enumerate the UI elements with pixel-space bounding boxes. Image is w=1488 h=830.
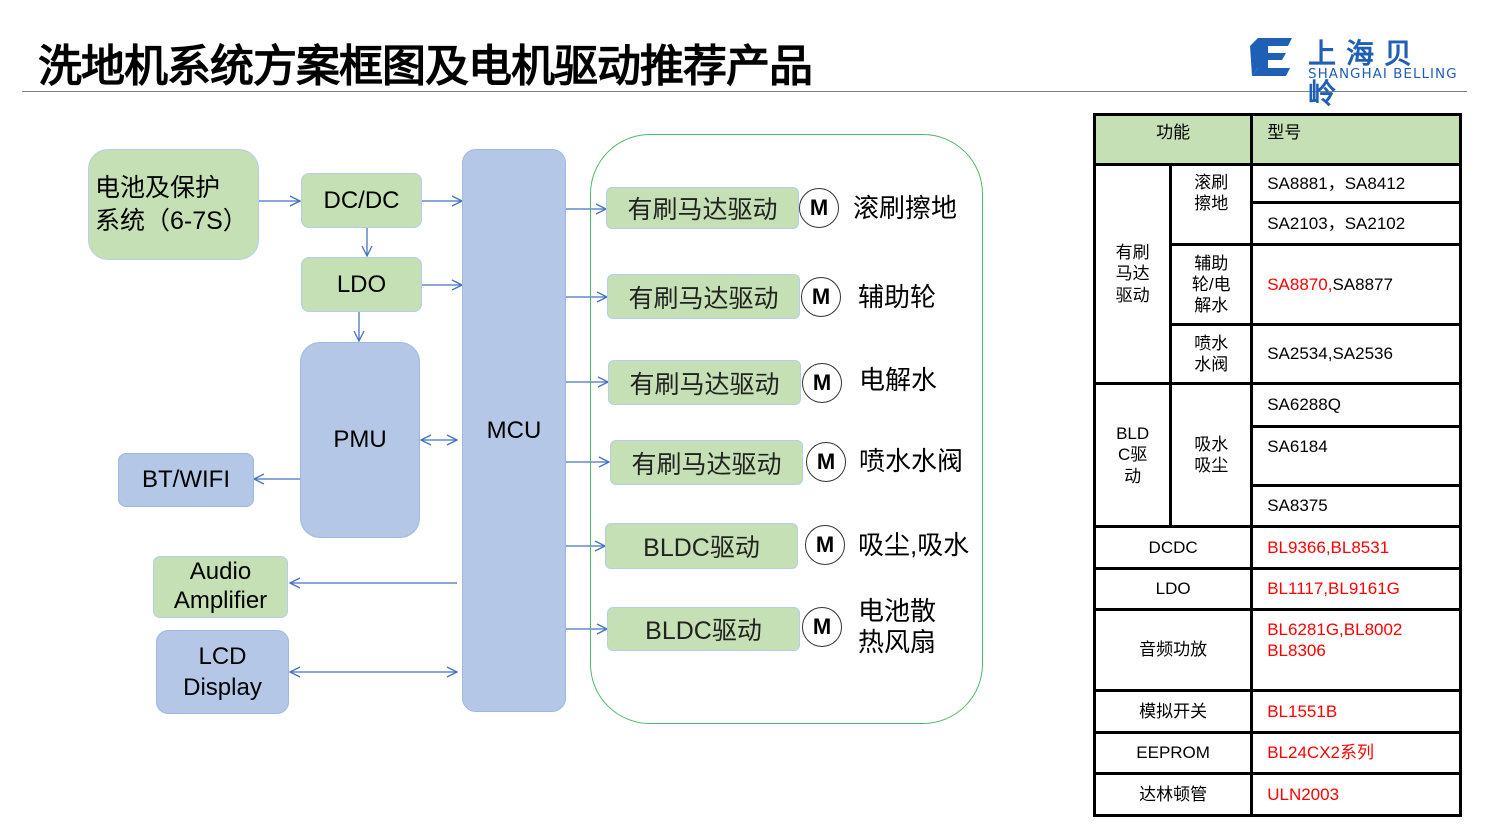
motor-icon: M [799,188,839,228]
motor-symbol: M [816,449,836,474]
model-cell: SA8881，SA8412 [1250,163,1462,204]
driver-label: 有刷马达驱动 [628,284,779,313]
motor-function-5: 吸尘,吸水 [858,530,970,560]
model-cell: SA6184 [1250,425,1462,487]
table-row: 喷水 水阀 SA2534,SA2536 [1095,323,1462,385]
dcdc-block: DC/DC [301,173,422,228]
title-divider [22,91,1467,92]
sub-function: 滚刷 擦地 [1169,163,1254,246]
connection-arrows [0,0,1000,830]
motor-symbol: M [811,284,831,309]
btwifi-block: BT/WIFI [118,453,254,507]
lcd-label: LCD Display [183,642,262,701]
table-row: 辅助 轮/电 解水 SA8870,SA8877 [1095,243,1462,326]
motor-function-6: 电池散 热风扇 [858,596,937,658]
driver-block-1: 有刷马达驱动 [606,187,799,229]
model-cell: SA6288Q [1250,382,1462,428]
table-row: 模拟开关 BL1551B [1092,689,1462,734]
header-model: 型号 [1250,113,1462,166]
motor-icon: M [801,277,841,317]
company-logo: 上海贝岭 SHANGHAI BELLING [1248,32,1458,110]
mcu-block: MCU [462,149,566,712]
driver-block-2: 有刷马达驱动 [607,274,800,319]
function-cell: EEPROM [1092,731,1254,775]
motor-symbol: M [809,195,829,220]
motor-symbol: M [812,370,832,395]
belling-logo-icon [1250,38,1292,76]
table-row: SA6184 [1095,425,1462,487]
driver-block-3: 有刷马达驱动 [608,360,801,405]
table-row: SA8375 [1095,484,1462,528]
lcd-display-block: LCD Display [156,630,289,714]
pmu-label: PMU [333,426,387,454]
table-row: 音频功放 BL6281G,BL8002 BL8306 [1092,608,1462,692]
table-row: EEPROM BL24CX2系列 [1092,731,1462,775]
logo-chinese-name: 上海贝岭 [1308,37,1423,110]
driver-label: BLDC驱动 [645,617,762,645]
sub-function: 喷水 水阀 [1169,323,1254,385]
table-row: DCDC BL9366,BL8531 [1092,525,1462,570]
battery-label: 电池及保护 系统（6-7S） [95,174,248,235]
battery-protection-block: 电池及保护 系统（6-7S） [88,149,259,260]
table-row: SA2103，SA2102 [1095,201,1462,246]
driver-block-5: BLDC驱动 [605,523,798,569]
motor-icon: M [802,363,842,403]
function-cell: 达林顿管 [1092,772,1254,817]
table-row: 有刷 马达 驱动 滚刷 擦地 SA8881，SA8412 [1092,163,1462,385]
function-cell: 音频功放 [1092,608,1254,692]
model-cell: SA8375 [1250,484,1462,528]
table-row: 达林顿管 ULN2003 [1092,772,1462,817]
group-bldc: BLD C驱 动 [1092,382,1173,528]
driver-block-6: BLDC驱动 [607,607,800,651]
dcdc-label: DC/DC [323,186,400,214]
motor-driver-group [590,134,983,724]
driver-label: BLDC驱动 [643,534,760,562]
motor-function-2: 辅助轮 [858,282,937,312]
model-normal: SA8877 [1332,274,1393,294]
table-row: LDO BL1117,BL9161G [1092,567,1462,611]
ldo-label: LDO [336,270,387,298]
motor-symbol: M [815,532,835,557]
driver-label: 有刷马达驱动 [629,370,780,399]
page-title: 洗地机系统方案框图及电机驱动推荐产品 [38,41,813,92]
model-cell: ULN2003 [1250,772,1462,817]
ldo-block: LDO [301,257,422,312]
model-cell: BL6281G,BL8002 BL8306 [1250,608,1462,692]
motor-icon: M [806,442,846,482]
model-cell: SA2534,SA2536 [1250,323,1462,385]
btwifi-label: BT/WIFI [142,466,230,494]
driver-block-4: 有刷马达驱动 [610,440,803,485]
table-row: BLD C驱 动 吸水 吸尘 SA6288Q [1092,382,1462,528]
group-brushed-motor: 有刷 马达 驱动 [1092,163,1173,385]
motor-function-1: 滚刷擦地 [853,193,958,223]
function-cell: 模拟开关 [1092,689,1254,734]
sub-function: 吸水 吸尘 [1169,382,1254,528]
sub-function: 辅助 轮/电 解水 [1169,243,1254,326]
motor-icon: M [805,525,845,565]
model-cell: BL1117,BL9161G [1250,567,1462,611]
logo-english-name: SHANGHAI BELLING [1308,66,1458,82]
model-highlight: SA8870, [1267,274,1333,294]
driver-label: 有刷马达驱动 [627,196,778,224]
model-cell: SA8870,SA8877 [1250,243,1462,326]
function-cell: DCDC [1092,525,1254,570]
motor-function-3: 电解水 [859,365,938,395]
mcu-label: MCU [486,417,542,444]
model-cell: BL1551B [1250,689,1462,734]
motor-function-4: 喷水水阀 [859,446,964,476]
audio-amplifier-block: Audio Amplifier [153,556,288,618]
table-header-row: 功能 型号 [1092,113,1462,166]
function-cell: LDO [1092,567,1254,611]
model-cell: SA2103，SA2102 [1250,201,1462,246]
pmu-block: PMU [300,342,420,538]
header-function: 功能 [1092,113,1254,166]
model-cell: BL24CX2系列 [1250,731,1462,775]
model-cell: BL9366,BL8531 [1250,525,1462,570]
motor-icon: M [802,607,842,647]
motor-symbol: M [812,614,832,639]
recommended-products-table: 功能 型号 有刷 马达 驱动 滚刷 擦地 SA8881，SA8412 SA210… [1092,113,1462,817]
audio-label: Audio Amplifier [173,558,268,614]
driver-label: 有刷马达驱动 [631,450,782,479]
